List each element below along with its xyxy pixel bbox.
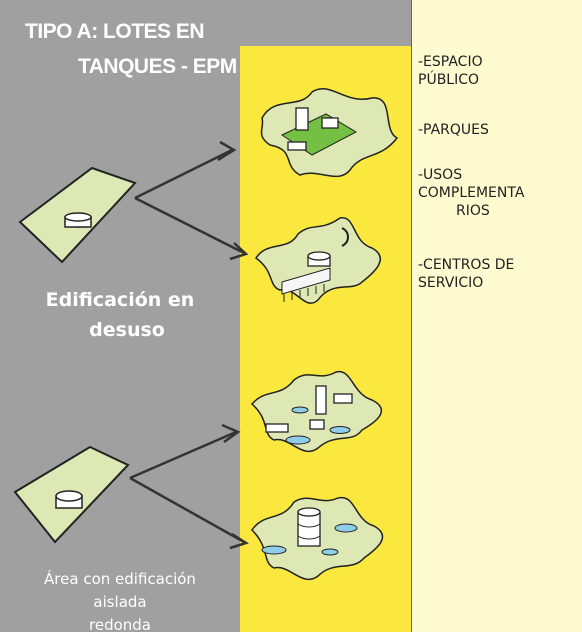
- use-item-centros-servicio: -CENTROS DE SERVICIO: [418, 256, 514, 292]
- lot-sketch-desuso: [20, 168, 135, 262]
- proposal-sketch-service-center: [252, 498, 383, 580]
- proposal-sketch-complementary: [256, 218, 380, 303]
- label-desuso-line-1: Edificación en: [0, 285, 240, 315]
- use-item-line: PÚBLICO: [418, 71, 483, 89]
- use-item-espacio-publico: -ESPACIO PÚBLICO: [418, 53, 483, 89]
- label-aislada-line-2: aislada: [0, 591, 240, 614]
- use-item-parques: -PARQUES: [418, 121, 489, 139]
- use-item-line: COMPLEMENTA: [418, 184, 524, 202]
- use-item-usos-complementarios: -USOS COMPLEMENTA RIOS: [418, 166, 524, 220]
- use-item-line: RIOS: [418, 202, 490, 220]
- lot-sketch-aislada: [15, 447, 128, 542]
- title-line-1: TIPO A: LOTES EN: [25, 20, 204, 44]
- title-line-2: TANQUES - EPM: [78, 55, 237, 79]
- use-item-line: -ESPACIO: [418, 53, 483, 71]
- arrow-group-bottom: [130, 425, 246, 548]
- arrow-group-top: [135, 142, 246, 259]
- label-aislada-line-3: redonda: [0, 614, 240, 637]
- proposal-sketch-public-space: [252, 372, 381, 452]
- use-item-line: -PARQUES: [418, 121, 489, 139]
- label-edificacion-desuso: Edificación en desuso: [0, 285, 240, 345]
- label-desuso-line-2: desuso: [0, 315, 240, 345]
- use-item-line: SERVICIO: [418, 274, 514, 292]
- label-edificacion-aislada: Área con edificación aislada redonda: [0, 568, 240, 637]
- use-item-line: -USOS: [418, 166, 524, 184]
- use-item-line: -CENTROS DE: [418, 256, 514, 274]
- label-aislada-line-1: Área con edificación: [0, 568, 240, 591]
- proposal-sketch-parks: [261, 89, 397, 177]
